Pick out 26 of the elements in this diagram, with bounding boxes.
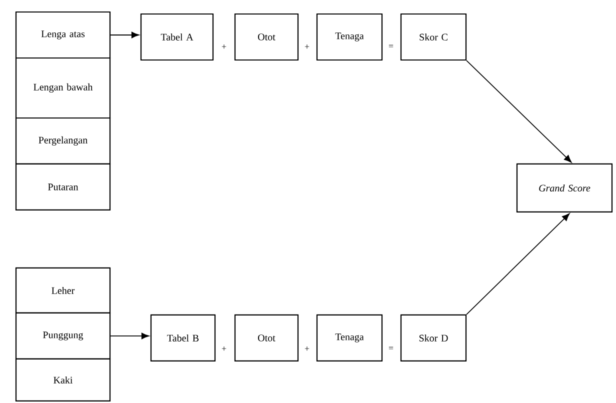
text-box: Putaran [15, 163, 111, 211]
text-box: Tenaga [316, 314, 383, 362]
text-box: Grand Score [516, 163, 613, 213]
text-box: Kaki [15, 358, 111, 402]
text-box: Lenga atas [15, 11, 111, 59]
text-box: Leher [15, 267, 111, 314]
text-box: Skor D [400, 314, 467, 362]
operator-symbol: + [222, 44, 226, 49]
text-box: Tabel B [150, 314, 216, 362]
operator-symbol: = [388, 44, 394, 48]
arrow [110, 332, 150, 340]
text-box: Otot [234, 314, 299, 362]
text-box: Punggung [15, 312, 111, 360]
arrow [110, 32, 140, 38]
text-box: Otot [234, 13, 299, 61]
operator-symbol: = [388, 346, 394, 350]
text-box: Tabel A [140, 13, 214, 61]
text-box: Lengan bawah [15, 57, 111, 119]
operator-symbol: + [222, 346, 226, 351]
text-box: Pergelangan [15, 117, 111, 165]
operator-symbol: + [304, 44, 310, 49]
arrow [466, 213, 570, 315]
text-box: Tenaga [316, 13, 383, 61]
arrow [466, 60, 572, 163]
text-box: Skor C [400, 13, 467, 61]
operator-symbol: + [304, 346, 310, 351]
